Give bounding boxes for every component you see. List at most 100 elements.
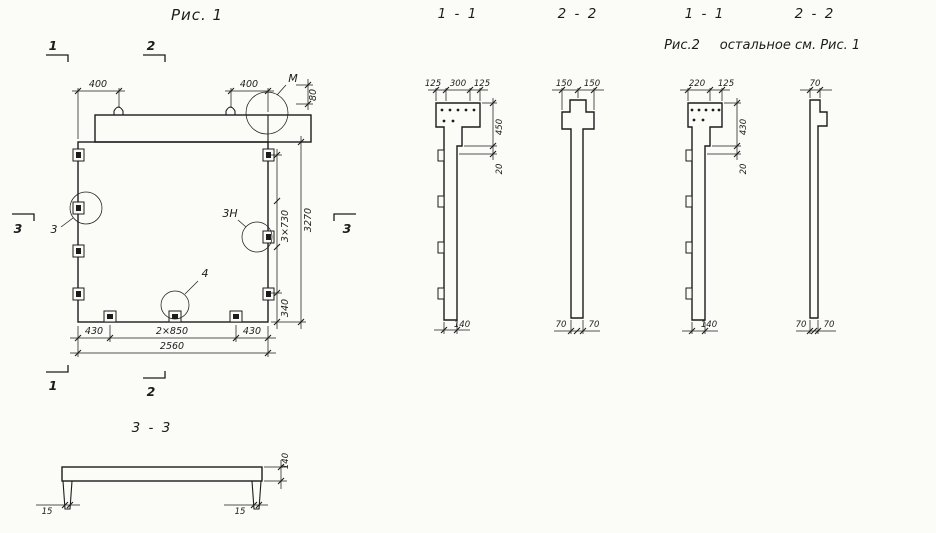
- dim-220: 220: [689, 79, 705, 89]
- rib-profile: [561, 99, 595, 319]
- rebar-dot: [701, 118, 705, 122]
- section-3-3: 3 - 3 140 15 15: [36, 420, 291, 517]
- dim-140-thickness: 140: [281, 453, 291, 469]
- dim-spacing-3x730: 3×730: [280, 210, 291, 242]
- rebar-dot: [456, 108, 460, 112]
- dim-140: 140: [701, 320, 717, 330]
- rebar-dots: [690, 108, 721, 122]
- shear-key: [437, 241, 445, 254]
- section-marker-2-bottom: 2: [147, 384, 156, 399]
- fig2-note: остальное см. Рис. 1: [720, 38, 860, 53]
- rebar-dot: [704, 108, 708, 112]
- section-marker-3-right-bracket: [333, 213, 356, 221]
- dim-width-2560: 2560: [160, 341, 184, 352]
- shear-keys: [437, 149, 445, 300]
- shear-key: [685, 287, 693, 300]
- detail-label-3n: 3Н: [222, 207, 237, 220]
- top-beam: [94, 114, 312, 143]
- section-marker-2-bottom-bracket: [143, 371, 166, 379]
- connector-mark: [76, 248, 81, 254]
- section-marker-1-bottom-bracket: [46, 365, 69, 373]
- connector-mark: [172, 314, 178, 319]
- detail-label-m: М: [288, 72, 298, 85]
- fig1-plan-view: Рис. 1 1 2 1 2 3 3: [12, 6, 356, 399]
- lifting-loop-right: [225, 106, 236, 115]
- extension-lines: [809, 88, 821, 334]
- detail-circle-3: [69, 191, 103, 225]
- dim-20: 20: [739, 164, 749, 175]
- dim-top-left-400: 400: [89, 79, 107, 90]
- detail-leader-m: [276, 84, 287, 96]
- detail-circle-4: [160, 290, 190, 320]
- column-profile: [435, 102, 481, 321]
- detail-leader-3n: [237, 219, 247, 228]
- section-marker-1-bottom: 1: [49, 378, 58, 393]
- dim-125-right: 125: [474, 79, 490, 89]
- panel-body: [77, 141, 269, 323]
- connector-mark: [76, 152, 81, 158]
- shear-key: [437, 195, 445, 208]
- dim-20: 20: [495, 164, 505, 175]
- shear-key: [685, 241, 693, 254]
- dimension-ticks: [432, 86, 497, 334]
- connector-mark: [76, 205, 81, 211]
- fig2-sec22-title: 2 - 2: [795, 6, 836, 22]
- slab-leg-left: [62, 480, 73, 510]
- rebar-dot: [690, 108, 694, 112]
- extension-lines: [435, 88, 497, 334]
- dimension-ticks: [61, 463, 285, 509]
- fig2-section-1-1: 1 - 1 220 125 430 20 140: [680, 6, 749, 335]
- dim-bottom-430-left: 430: [85, 326, 103, 337]
- dim-150-left: 150: [556, 79, 572, 89]
- detail-label-3: 3: [51, 223, 58, 236]
- fig2-label: Рис.2: [664, 38, 700, 53]
- detail-leader-3: [60, 217, 74, 228]
- section-marker-1-top-bracket: [46, 54, 69, 62]
- fig2-section-2-2: 2 - 2 70 70 70: [795, 6, 836, 335]
- dim-70-left: 70: [796, 320, 807, 330]
- dim-450: 450: [495, 119, 505, 135]
- rebar-dot: [451, 119, 455, 123]
- detail-label-4: 4: [202, 267, 209, 280]
- dim-height-3270: 3270: [303, 208, 314, 232]
- dim-125-left: 125: [425, 79, 441, 89]
- dimension-lines: [70, 79, 309, 354]
- detail-circle-m: [245, 91, 289, 135]
- dim-70-left: 70: [556, 320, 567, 330]
- column-profile: [687, 102, 723, 321]
- fig1-section-2-2: 2 - 2 150 150 70 70: [552, 6, 604, 335]
- connector-mark: [107, 314, 113, 319]
- rebar-dot: [440, 108, 444, 112]
- edge-connectors: [72, 148, 275, 323]
- dim-125: 125: [718, 79, 734, 89]
- dim-70-top: 70: [810, 79, 821, 89]
- dim-bottom-2x850: 2×850: [156, 326, 188, 337]
- dimension-ticks: [74, 81, 312, 357]
- fig2-header: Рис.2 остальное см. Рис. 1: [664, 38, 860, 53]
- lifting-loop-left: [113, 106, 124, 115]
- dim-300: 300: [450, 79, 466, 89]
- rebar-dot: [697, 108, 701, 112]
- dimension-ticks: [558, 86, 598, 335]
- extension-lines: [687, 88, 741, 334]
- rebar-dot: [464, 108, 468, 112]
- shear-key: [685, 195, 693, 208]
- rib-profile: [809, 99, 828, 319]
- rebar-dot: [448, 108, 452, 112]
- dim-bottom-430-right: 430: [243, 326, 261, 337]
- connector-mark: [76, 291, 81, 297]
- section-marker-3-right: 3: [343, 221, 352, 236]
- detail-circle-3n: [241, 221, 273, 253]
- extension-lines: [561, 88, 595, 334]
- slab-profile: [61, 466, 263, 482]
- dimension-lines: [428, 89, 494, 331]
- dim-140: 140: [454, 320, 470, 330]
- rebar-dot: [472, 108, 476, 112]
- fig1-title: Рис. 1: [171, 6, 223, 24]
- connector-mark: [233, 314, 239, 319]
- dimension-lines: [552, 89, 604, 332]
- dim-15-right: 15: [235, 507, 246, 517]
- connector-mark: [266, 234, 271, 240]
- rebar-dot: [711, 108, 715, 112]
